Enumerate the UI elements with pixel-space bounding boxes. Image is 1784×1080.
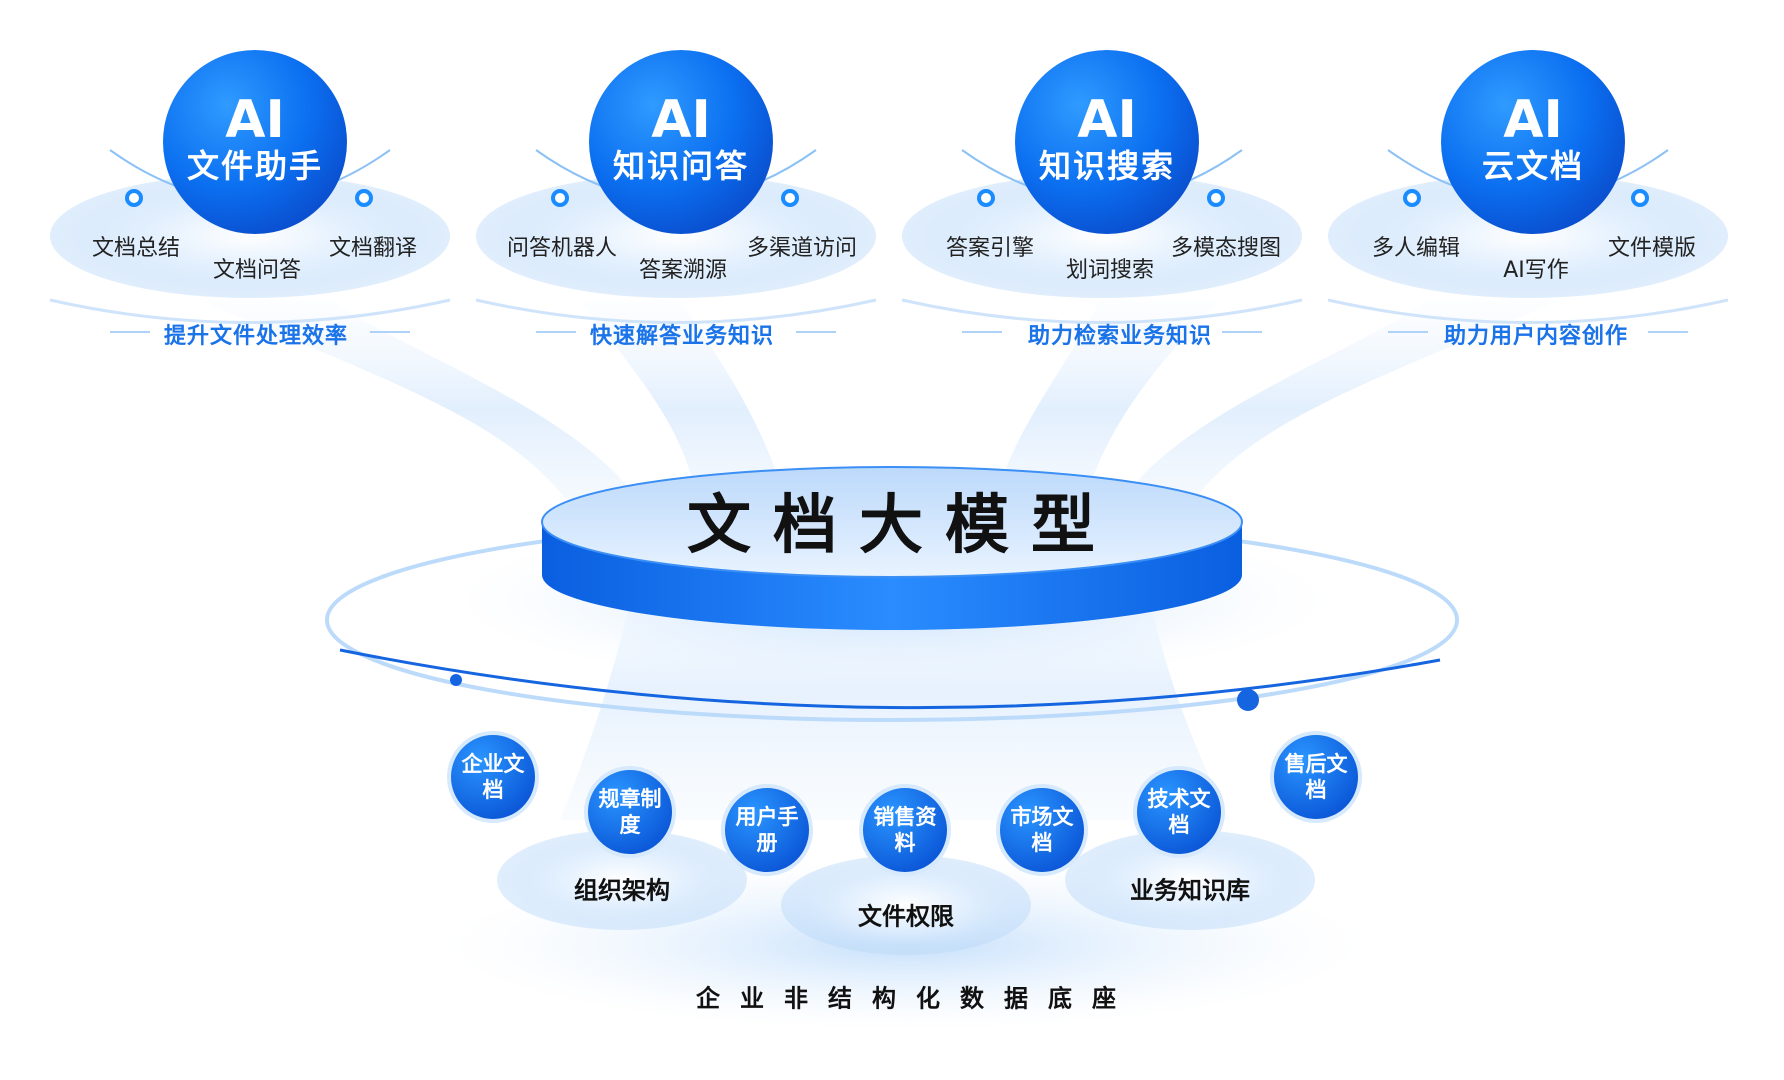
- module-item: 划词搜索: [1065, 258, 1155, 283]
- source-label: 企业文档: [461, 752, 525, 802]
- platform-disc-center: [781, 855, 1031, 955]
- ai-badge: AI: [1077, 90, 1137, 150]
- module-tagline: 助力检索业务知识: [1027, 324, 1213, 349]
- source-label: 规章制度: [598, 787, 662, 837]
- module-discs: [49, 174, 1729, 324]
- module-tagline: 提升文件处理效率: [163, 324, 349, 349]
- orbit-front-arc: [339, 648, 1441, 710]
- module-item: 文件模版: [1607, 236, 1697, 261]
- source-label: 市场文档: [1010, 805, 1074, 855]
- module-item: 问答机器人: [506, 236, 618, 261]
- module-item: 答案溯源: [638, 258, 728, 283]
- ai-circles: [163, 50, 1625, 234]
- module-ai-knowledge-search: AI 知识搜索: [1039, 94, 1175, 186]
- module-item: 多人编辑: [1371, 236, 1461, 261]
- ai-badge: AI: [225, 90, 285, 150]
- module-item: 答案引擎: [945, 236, 1035, 261]
- platform-label: 文件权限: [858, 902, 954, 931]
- platform-disc-right: [1065, 830, 1315, 930]
- source-label: 售后文档: [1284, 752, 1348, 802]
- module-name: 知识搜索: [1038, 147, 1176, 185]
- module-item: 文档总结: [91, 236, 181, 261]
- platform-disc-left: [497, 830, 747, 930]
- platform-label: 业务知识库: [1130, 876, 1250, 905]
- source-label: 技术文档: [1147, 787, 1211, 837]
- module-ai-file-assistant: AI 文件助手: [187, 94, 323, 186]
- orbit-dot-small: [450, 674, 462, 686]
- ai-badge: AI: [651, 90, 711, 150]
- foundation-label: 企业非结构化数据底座: [696, 984, 1136, 1013]
- ai-badge: AI: [1503, 90, 1563, 150]
- module-item: 文档问答: [212, 258, 302, 283]
- module-name: 知识问答: [612, 147, 750, 185]
- core-title: 文档大模型: [687, 489, 1117, 563]
- module-name: 文件助手: [186, 147, 324, 185]
- module-item: 多渠道访问: [746, 236, 858, 261]
- source-label: 销售资料: [873, 805, 937, 855]
- module-ai-knowledge-qa: AI 知识问答: [613, 94, 749, 186]
- module-item: 文档翻译: [328, 236, 418, 261]
- module-ai-cloud-docs: AI 云文档: [1482, 94, 1584, 186]
- orbit-dot-large: [1237, 689, 1259, 711]
- source-label: 用户手册: [735, 805, 799, 855]
- module-tagline: 助力用户内容创作: [1443, 324, 1629, 349]
- module-tagline: 快速解答业务知识: [589, 324, 775, 349]
- core-disc: [541, 466, 1243, 630]
- platform-label: 组织架构: [574, 876, 670, 905]
- module-item: AI写作: [1503, 258, 1569, 283]
- module-name: 云文档: [1481, 147, 1585, 185]
- source-circles: [447, 731, 1362, 876]
- module-item: 多模态搜图: [1170, 236, 1282, 261]
